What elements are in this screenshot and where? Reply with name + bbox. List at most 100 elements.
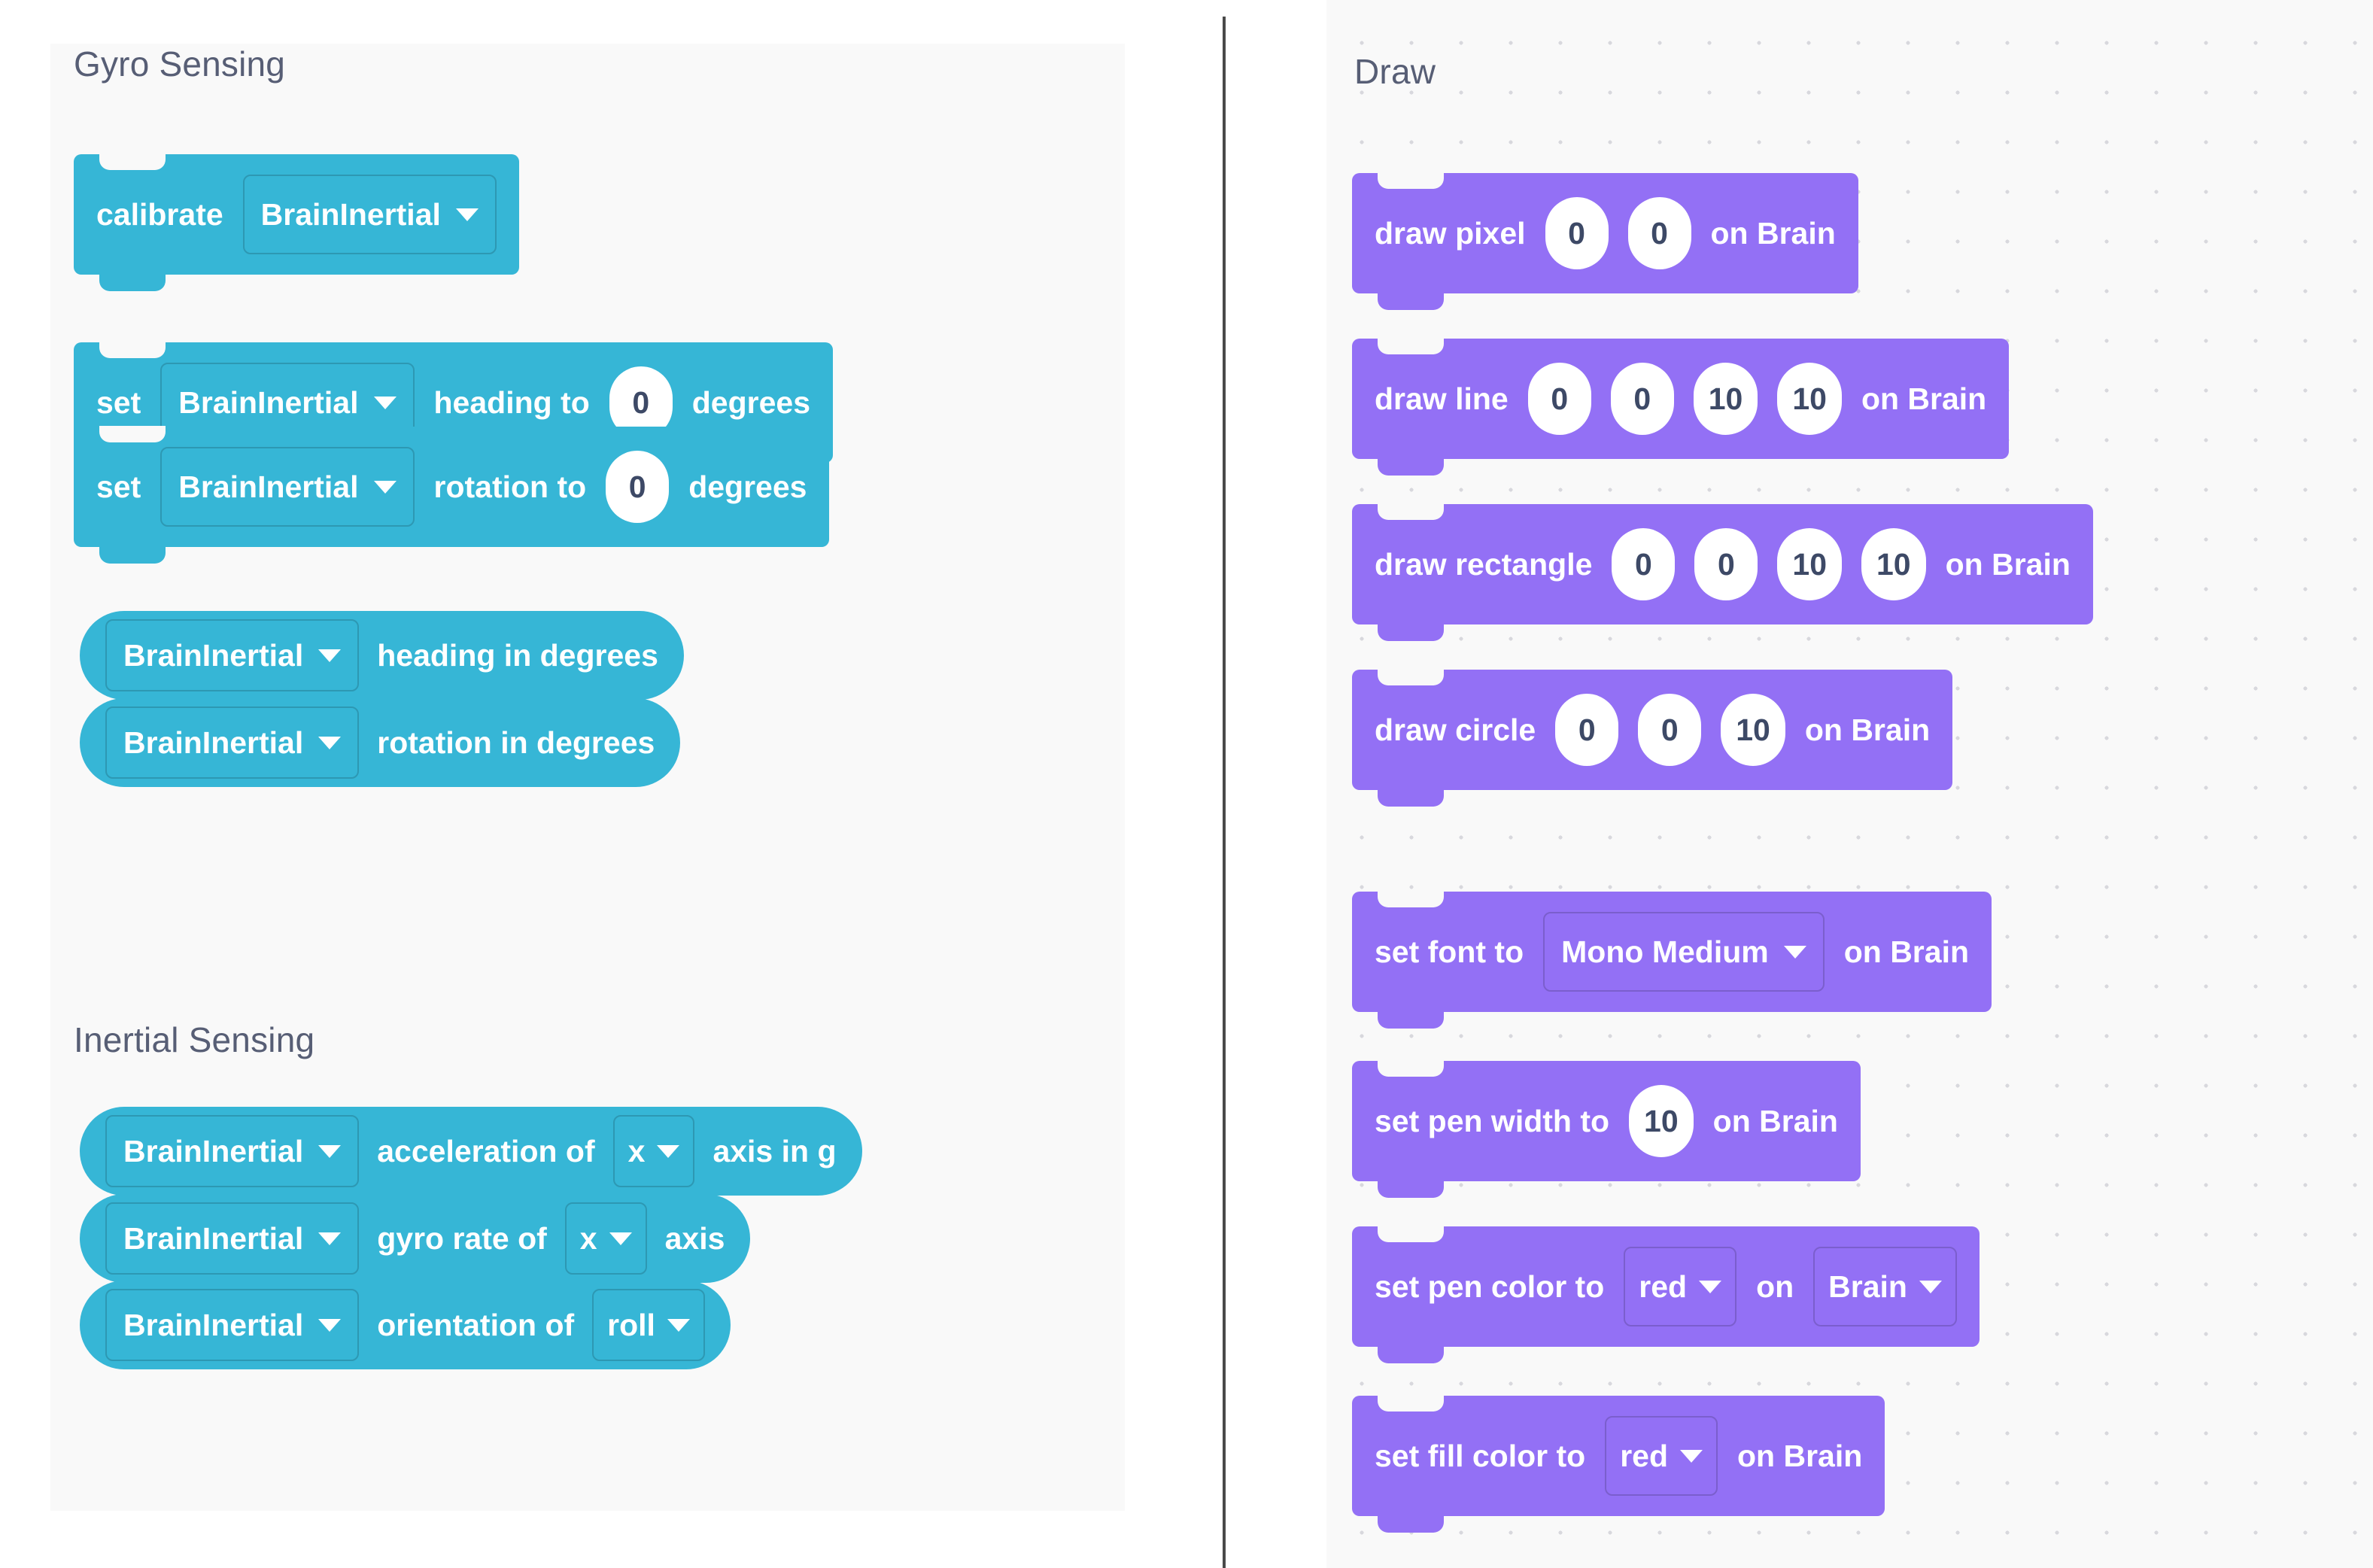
number-input-value: 0 — [632, 384, 650, 420]
heading-in-degrees-block[interactable]: BrainInertial heading in degrees — [80, 611, 684, 700]
chevron-down-icon — [318, 1144, 342, 1158]
dropdown-value: BrainInertial — [178, 469, 359, 504]
number-input-value: 10 — [1792, 381, 1827, 416]
dropdown-value: red — [1639, 1269, 1688, 1304]
block-label: set pen color to — [1375, 1269, 1605, 1304]
number-input-value: 10 — [1876, 546, 1911, 582]
number-input[interactable]: 0 — [1627, 197, 1691, 269]
chevron-down-icon — [667, 1318, 690, 1332]
number-input-value: 0 — [1651, 215, 1668, 251]
block-label: set — [96, 384, 141, 420]
dropdown-field[interactable]: BrainInertial — [105, 1202, 360, 1275]
number-input[interactable]: 10 — [1861, 528, 1926, 600]
block-label: on Brain — [1843, 934, 1970, 969]
block-label: on — [1756, 1269, 1794, 1304]
chevron-down-icon — [318, 649, 342, 662]
block-label: heading in degrees — [377, 637, 658, 673]
block-label: on Brain — [1737, 1438, 1863, 1473]
block-label: rotation in degrees — [377, 725, 655, 760]
draw-circle-block[interactable]: draw circle 0 0 10 on Brain — [1352, 669, 1953, 807]
block-label: on Brain — [1710, 215, 1836, 251]
dropdown-field[interactable]: red — [1605, 1416, 1718, 1496]
number-input-value: 0 — [628, 469, 646, 504]
number-input[interactable]: 10 — [1721, 694, 1785, 766]
dropdown-field[interactable]: BrainInertial — [105, 619, 360, 691]
dropdown-field[interactable]: Mono Medium — [1543, 912, 1825, 992]
rotation-in-degrees-block[interactable]: BrainInertial rotation in degrees — [80, 698, 681, 787]
block-label: gyro rate of — [377, 1220, 547, 1256]
dropdown-field[interactable]: BrainInertial — [105, 1115, 360, 1187]
panel-divider — [1223, 17, 1226, 1568]
orientation-of-block[interactable]: BrainInertial orientation of roll — [80, 1281, 731, 1369]
dropdown-field[interactable]: roll — [592, 1289, 705, 1361]
number-input-value: 0 — [1633, 381, 1651, 416]
block-label: degrees — [691, 384, 811, 420]
number-input-value: 10 — [1792, 546, 1827, 582]
dropdown-value: BrainInertial — [123, 725, 304, 760]
block-label: set pen width to — [1375, 1103, 1610, 1138]
number-input[interactable]: 10 — [1629, 1085, 1694, 1157]
block-label: on Brain — [1945, 546, 2071, 582]
number-input-value: 10 — [1708, 381, 1743, 416]
dropdown-value: red — [1620, 1438, 1669, 1473]
dropdown-value: BrainInertial — [123, 1307, 304, 1342]
number-input[interactable]: 0 — [1612, 528, 1676, 600]
number-input-value: 0 — [1568, 215, 1585, 251]
chevron-down-icon — [1783, 945, 1806, 959]
dropdown-value: BrainInertial — [123, 637, 304, 673]
number-input[interactable]: 10 — [1777, 528, 1842, 600]
number-input[interactable]: 0 — [1610, 363, 1674, 435]
dropdown-value: Brain — [1828, 1269, 1907, 1304]
set-pen-width-block[interactable]: set pen width to 10 on Brain — [1352, 1060, 1861, 1198]
dropdown-value: BrainInertial — [178, 384, 359, 420]
dropdown-field[interactable]: BrainInertial — [242, 175, 497, 254]
block-label: heading to — [433, 384, 590, 420]
dropdown-field[interactable]: red — [1624, 1247, 1737, 1326]
number-input[interactable]: 0 — [1545, 197, 1609, 269]
dropdown-field[interactable]: BrainInertial — [160, 363, 415, 442]
dropdown-field[interactable]: Brain — [1813, 1247, 1957, 1326]
chevron-down-icon — [373, 480, 397, 494]
block-label: on Brain — [1804, 712, 1931, 747]
block-label: axis in g — [713, 1133, 837, 1168]
number-input[interactable]: 0 — [1527, 363, 1591, 435]
number-input[interactable]: 10 — [1777, 363, 1842, 435]
dropdown-value: BrainInertial — [123, 1220, 304, 1256]
block-label: on Brain — [1861, 381, 1987, 416]
draw-pixel-block[interactable]: draw pixel 0 0 on Brain — [1352, 172, 1858, 310]
block-label: draw pixel — [1375, 215, 1526, 251]
number-input-value: 0 — [1634, 546, 1652, 582]
set-fill-color-block[interactable]: set fill color to red on Brain — [1352, 1395, 1885, 1533]
dropdown-field[interactable]: BrainInertial — [105, 1289, 360, 1361]
block-label: on Brain — [1712, 1103, 1838, 1138]
number-input-value: 0 — [1578, 712, 1596, 747]
number-input[interactable]: 10 — [1693, 363, 1758, 435]
block-label: rotation to — [433, 469, 587, 504]
number-input[interactable]: 0 — [606, 451, 670, 523]
chevron-down-icon — [1699, 1280, 1722, 1293]
set-pen-color-block[interactable]: set pen color to red on Brain — [1352, 1226, 1980, 1363]
block-label: draw circle — [1375, 712, 1536, 747]
dropdown-field[interactable]: x — [612, 1115, 695, 1187]
chevron-down-icon — [455, 208, 479, 221]
dropdown-field[interactable]: BrainInertial — [105, 707, 360, 779]
number-input[interactable]: 0 — [1638, 694, 1702, 766]
section-heading-gyro-sensing: Gyro Sensing — [74, 44, 286, 84]
chevron-down-icon — [318, 1232, 342, 1245]
block-label: orientation of — [377, 1307, 575, 1342]
dropdown-field[interactable]: x — [564, 1202, 647, 1275]
number-input[interactable]: 0 — [1555, 694, 1619, 766]
block-label: set fill color to — [1375, 1438, 1586, 1473]
section-heading-inertial-sensing: Inertial Sensing — [74, 1020, 315, 1059]
chevron-down-icon — [1680, 1449, 1703, 1463]
chevron-down-icon — [657, 1144, 680, 1158]
number-input[interactable]: 0 — [1694, 528, 1758, 600]
dropdown-field[interactable]: BrainInertial — [160, 447, 415, 527]
